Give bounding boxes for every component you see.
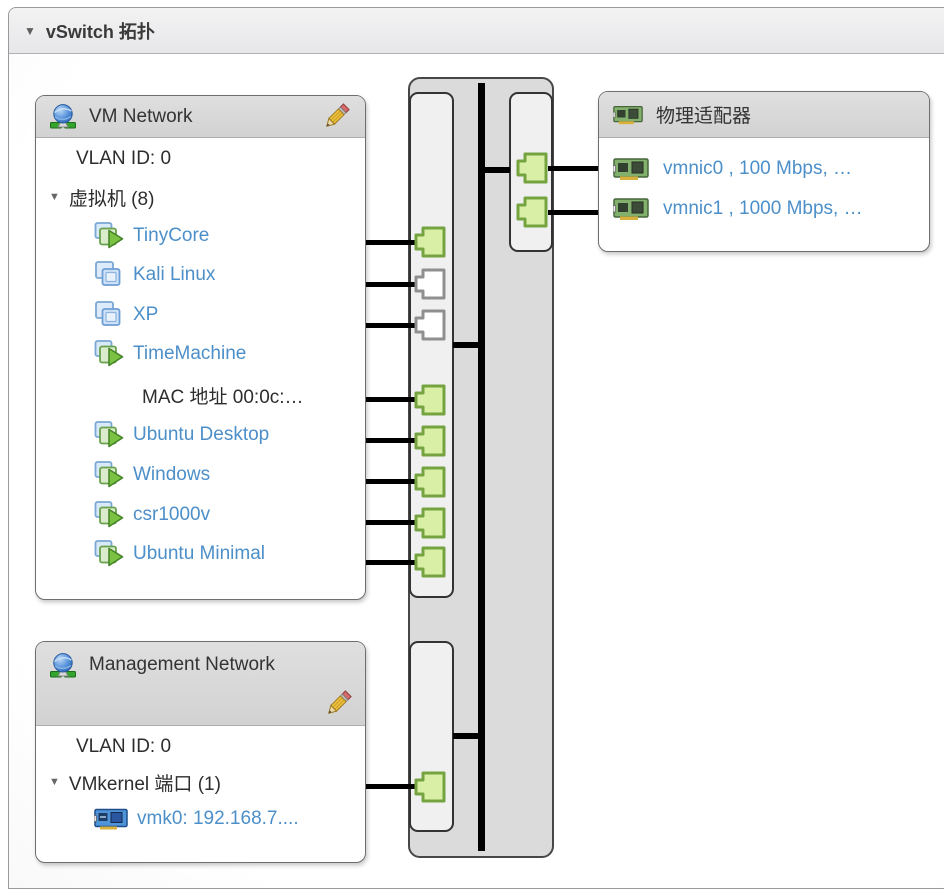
vm-mac-label: MAC 地址 00:0c:… xyxy=(142,386,304,408)
vlan-row: VLAN ID: 0 xyxy=(36,139,361,179)
vm-running-icon xyxy=(94,421,124,449)
management-network-header: Management Network xyxy=(36,642,365,726)
vm-network-panel: VM Network VLAN ID: 0 ▼ 虚拟机 (8) TinyCore… xyxy=(35,95,366,600)
vm-port-4 xyxy=(414,425,446,457)
vm-link[interactable]: Windows xyxy=(133,464,211,485)
vm-row-ubuntu-desktop: Ubuntu Desktop xyxy=(36,415,361,455)
vmkernel-column xyxy=(409,641,454,832)
network-globe-icon xyxy=(50,104,76,129)
vm-row-ubuntu-minimal: Ubuntu Minimal xyxy=(36,534,361,574)
vm-network-header: VM Network xyxy=(36,96,365,138)
wire-vm-5 xyxy=(366,479,415,484)
vmk0-link[interactable]: vmk0: 192.168.7.... xyxy=(137,808,299,829)
vlan-label: VLAN ID: 0 xyxy=(76,736,172,757)
vm-port-7 xyxy=(414,546,446,578)
vm-running-icon xyxy=(94,461,124,489)
vm-port-1 xyxy=(414,268,446,300)
vm-port-5 xyxy=(414,466,446,498)
section-header: ▼ vSwitch 拓扑 xyxy=(9,8,944,54)
edit-pencil-icon[interactable] xyxy=(321,102,351,132)
vmnic0-link[interactable]: vmnic0 , 100 Mbps, … xyxy=(663,158,853,179)
edit-pencil-icon[interactable] xyxy=(323,689,353,719)
vmnic1-row: vmnic1 , 1000 Mbps, … xyxy=(599,189,925,229)
uplink-port-1 xyxy=(516,196,548,228)
vmkernel-group-row: ▼ VMkernel 端口 (1) xyxy=(36,762,361,802)
vmnic0-row: vmnic0 , 100 Mbps, … xyxy=(599,149,925,189)
physical-nic-icon xyxy=(613,104,643,126)
wire-vm-0 xyxy=(366,240,415,245)
management-network-panel: Management Network VLAN ID: 0 ▼ VMkernel… xyxy=(35,641,366,863)
physical-adapters-panel: 物理适配器 vmnic0 , 100 Mbps, … vmnic1 , 1000… xyxy=(598,91,930,252)
expand-arrow-icon[interactable]: ▼ xyxy=(49,775,60,788)
vm-port-2 xyxy=(414,309,446,341)
vm-port-3 xyxy=(414,384,446,416)
vmkernel-group-label: VMkernel 端口 (1) xyxy=(68,773,221,795)
vm-stopped-icon xyxy=(94,301,124,329)
collapse-arrow-icon[interactable]: ▼ xyxy=(24,23,36,38)
vm-link[interactable]: csr1000v xyxy=(133,504,211,525)
wire-vm-2 xyxy=(366,323,415,328)
vmk0-row: vmk0: 192.168.7.... xyxy=(36,799,361,839)
physical-nic-icon xyxy=(613,196,649,222)
vm-running-icon xyxy=(94,540,124,568)
vlan-row: VLAN ID: 0 xyxy=(36,727,361,767)
vm-link[interactable]: Ubuntu Minimal xyxy=(133,543,265,564)
wire-uplink-0 xyxy=(548,166,598,171)
vm-group-row: ▼ 虚拟机 (8) xyxy=(36,177,361,217)
vm-running-icon xyxy=(94,340,124,368)
vm-link[interactable]: XP xyxy=(133,304,159,325)
network-globe-icon xyxy=(50,653,76,678)
vm-mac-row: MAC 地址 00:0c:… xyxy=(36,375,361,415)
vm-running-icon xyxy=(94,501,124,529)
wire-vm-4 xyxy=(366,438,415,443)
expand-arrow-icon[interactable]: ▼ xyxy=(49,190,60,203)
wire-vm-3 xyxy=(366,397,415,402)
vm-port-0 xyxy=(414,226,446,258)
vm-portgroup-connector xyxy=(453,342,479,348)
vmkernel-connector xyxy=(453,733,479,739)
vmnic1-link[interactable]: vmnic1 , 1000 Mbps, … xyxy=(663,198,863,219)
wire-vm-1 xyxy=(366,282,415,287)
section-title: vSwitch 拓扑 xyxy=(45,21,155,42)
wire-vmk-0 xyxy=(366,784,415,789)
vm-running-icon xyxy=(94,222,124,250)
vm-link[interactable]: TinyCore xyxy=(133,225,210,246)
physical-adapters-title: 物理适配器 xyxy=(656,106,752,127)
vm-row-windows: Windows xyxy=(36,455,361,495)
vlan-label: VLAN ID: 0 xyxy=(76,148,172,169)
wire-vm-7 xyxy=(366,560,415,565)
vm-row-tinycore: TinyCore xyxy=(36,216,361,256)
vm-link[interactable]: Kali Linux xyxy=(133,264,216,285)
vm-stopped-icon xyxy=(94,261,124,289)
vm-network-title: VM Network xyxy=(89,105,193,127)
uplink-port-0 xyxy=(516,152,548,184)
vmk-port-0 xyxy=(414,771,446,803)
wire-vm-6 xyxy=(366,520,415,525)
uplink-connector xyxy=(484,167,510,173)
vmkernel-nic-icon xyxy=(94,807,128,831)
vm-row-csr1000v: csr1000v xyxy=(36,495,361,535)
management-network-title: Management Network xyxy=(89,654,275,675)
vm-group-label: 虚拟机 (8) xyxy=(68,188,155,210)
physical-nic-icon xyxy=(613,156,649,182)
vm-port-6 xyxy=(414,507,446,539)
vm-row-xp: XP xyxy=(36,295,361,335)
wire-uplink-1 xyxy=(548,210,598,215)
vswitch-backbone xyxy=(478,83,485,851)
vm-row-timemachine: TimeMachine xyxy=(36,334,361,374)
vm-row-kali: Kali Linux xyxy=(36,255,361,295)
vm-link[interactable]: TimeMachine xyxy=(133,343,247,364)
vm-link[interactable]: Ubuntu Desktop xyxy=(133,424,270,445)
physical-adapters-header: 物理适配器 xyxy=(599,92,929,138)
